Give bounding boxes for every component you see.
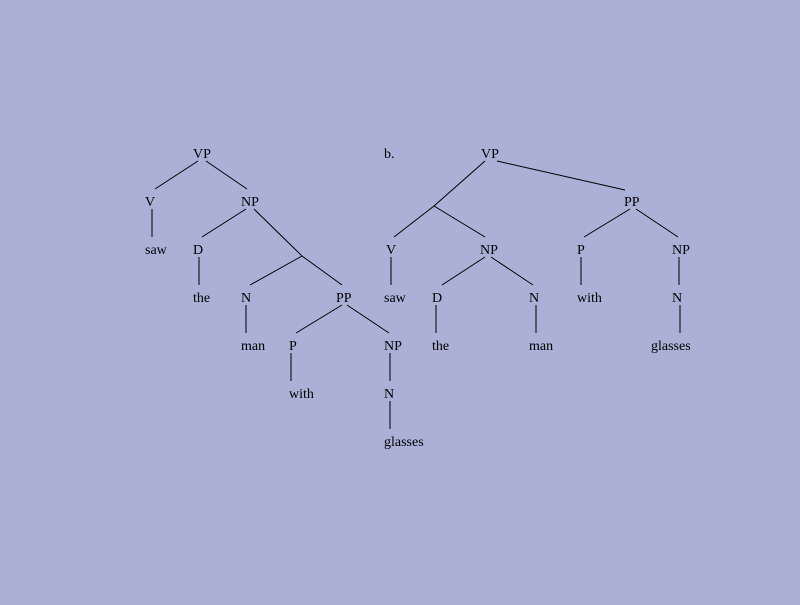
- edge-b-pp-p: [583, 208, 631, 238]
- tree-b-marker: b.: [384, 147, 395, 162]
- tree-b-node-vp: VP: [481, 147, 499, 162]
- edge-b-vp-pp: [496, 160, 626, 191]
- tree-b-leaf-the: the: [432, 339, 449, 354]
- edge-a-vp-np: [205, 160, 248, 190]
- tree-a-leaf-glasses: glasses: [384, 435, 424, 450]
- tree-a-node-np: NP: [241, 195, 259, 210]
- tree-b-node-np: NP: [480, 243, 498, 258]
- edge-a-pp-p: [295, 304, 343, 334]
- tree-a-node-p: P: [289, 339, 297, 354]
- tree-a-node-vp: VP: [193, 147, 211, 162]
- tree-b-node-np2: NP: [672, 243, 690, 258]
- edge-a-np-pp: [301, 255, 343, 286]
- tree-a-leaf-the: the: [193, 291, 210, 306]
- tree-a-node-pp: PP: [336, 291, 352, 306]
- tree-a-leaf-saw: saw: [145, 243, 168, 258]
- tree-a-leaf-with: with: [289, 387, 314, 402]
- edge-b-vp-vbar: [433, 160, 486, 207]
- tree-a-node-np2: NP: [384, 339, 402, 354]
- tree-b-node-p: P: [577, 243, 585, 258]
- tree-b-node-n: N: [529, 291, 539, 306]
- tree-b: b. VP PP V NP P NP saw D N: [384, 147, 691, 354]
- tree-a-leaf-man: man: [241, 339, 265, 354]
- edge-b-np-d: [441, 256, 486, 286]
- tree-b-node-v: V: [386, 243, 396, 258]
- tree-a-node-v: V: [145, 195, 155, 210]
- edge-a-nbar-n: [249, 255, 303, 286]
- tree-b-node-pp: PP: [624, 195, 640, 210]
- edge-b-np-n: [490, 256, 534, 286]
- tree-b-leaf-glasses: glasses: [651, 339, 691, 354]
- tree-b-leaf-with: with: [577, 291, 602, 306]
- tree-b-node-n2: N: [672, 291, 682, 306]
- tree-b-node-d: D: [432, 291, 442, 306]
- tree-a-node-n: N: [241, 291, 251, 306]
- edge-a-np-d: [201, 208, 247, 238]
- edge-b-pp-np2: [635, 208, 679, 238]
- tree-b-leaf-saw: saw: [384, 291, 407, 306]
- edge-a-np-nbar: [253, 208, 303, 257]
- tree-a: VP V NP saw D the N PP man P NP with N g…: [145, 147, 424, 450]
- tree-a-node-n2: N: [384, 387, 394, 402]
- edge-b-vbar-np: [433, 205, 486, 238]
- tree-b-leaf-man: man: [529, 339, 553, 354]
- edge-b-vbar-v: [393, 205, 435, 238]
- tree-a-node-d: D: [193, 243, 203, 258]
- edge-a-pp-np2: [346, 304, 390, 334]
- edge-a-vp-v: [154, 160, 199, 190]
